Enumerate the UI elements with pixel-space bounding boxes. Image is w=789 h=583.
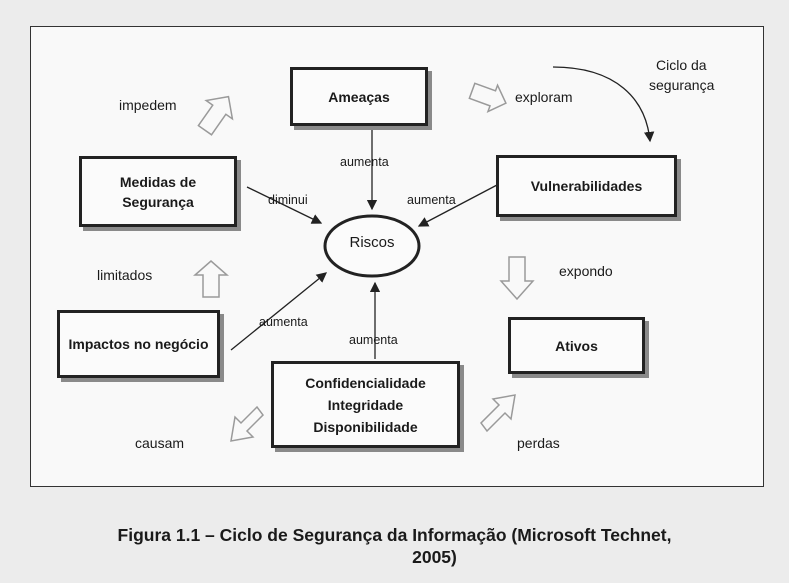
figure-caption: Figura 1.1 – Ciclo de Segurança da Infor… (0, 524, 789, 568)
cycle-arc-arrow (552, 66, 655, 143)
label-aumenta-impacts: aumenta (259, 315, 308, 329)
label-aumenta-vulnerabilities: aumenta (407, 193, 456, 207)
label-impedem: impedem (119, 97, 177, 113)
perdas-arrow-icon (480, 394, 516, 433)
caption-line-2: 2005) (412, 547, 457, 567)
label-aumenta-threats: aumenta (340, 155, 389, 169)
causam-arrow-icon (230, 405, 264, 442)
cia-confidentiality: Confidencialidade (305, 374, 426, 391)
risks-circle (323, 214, 421, 278)
cia-integrity: Integridade (327, 396, 404, 413)
label-diminui: diminui (268, 193, 308, 207)
diagram-canvas (193, 66, 655, 442)
label-exploram: exploram (515, 89, 573, 105)
diagram-frame: Ameaças Medidas de Segurança Vulnerabili… (30, 26, 764, 487)
risks-label: Riscos (349, 234, 395, 251)
threats-box: Ameaças (290, 67, 428, 126)
arrow-measures-risks (246, 186, 323, 224)
label-expondo: expondo (559, 263, 613, 279)
vulnerabilities-box: Vulnerabilidades (496, 155, 677, 217)
caption-line-1: Figura 1.1 – Ciclo de Segurança da Infor… (117, 525, 672, 545)
label-perdas: perdas (517, 435, 560, 451)
cia-availability: Disponibilidade (313, 418, 418, 435)
limitados-arrow-icon (193, 260, 229, 298)
cia-box: Confidencialidade Integridade Disponibil… (271, 361, 460, 448)
impedem-arrow-icon (197, 95, 234, 136)
label-causam: causam (135, 435, 185, 451)
assets-box: Ativos (508, 317, 645, 374)
label-cycle-1: Ciclo da (656, 57, 707, 73)
label-aumenta-cia: aumenta (349, 333, 398, 347)
arrow-impacts-risks (230, 272, 328, 351)
arrow-vulnerabilities-risks (417, 184, 498, 227)
business-impacts-box: Impactos no negócio (57, 310, 220, 378)
measures-box: Medidas de Segurança (79, 156, 237, 227)
exploram-arrow-icon (468, 82, 507, 113)
expondo-arrow-icon (499, 256, 535, 301)
label-limitados: limitados (97, 267, 153, 283)
label-cycle-2: segurança (649, 77, 715, 93)
